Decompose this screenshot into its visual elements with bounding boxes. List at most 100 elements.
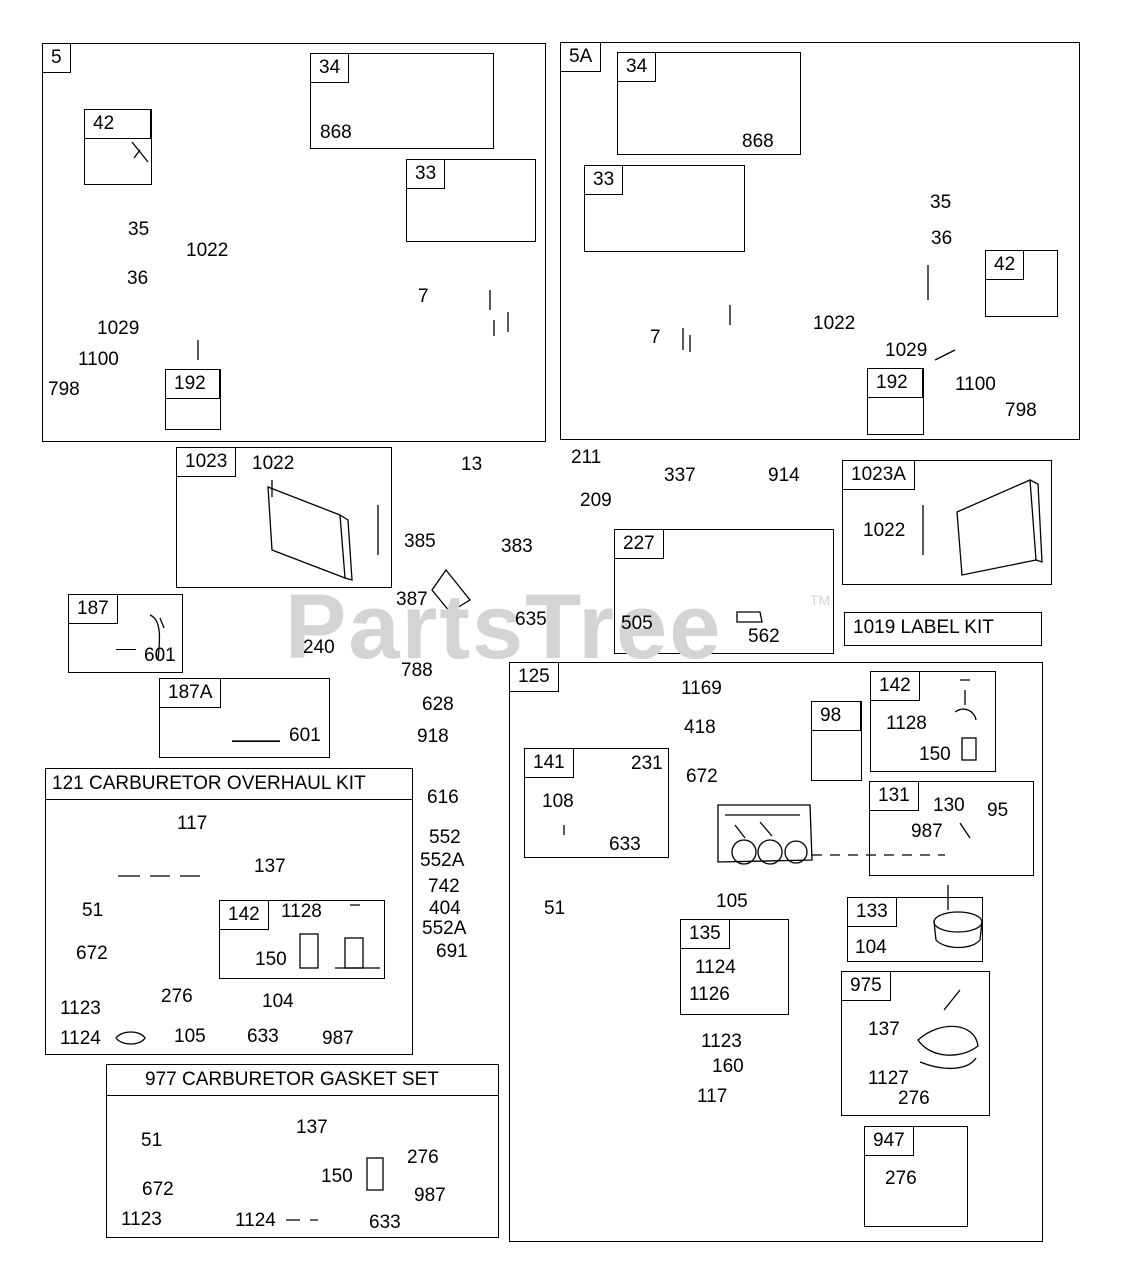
box-tag: 187A <box>160 679 222 708</box>
box-tag: 141 <box>525 749 574 778</box>
part-label: 633 <box>247 1026 279 1047</box>
part-label: 7 <box>418 286 429 307</box>
part-label: 1022 <box>863 520 906 541</box>
part-label: 552A <box>420 850 465 871</box>
watermark: PartsTree <box>285 576 723 678</box>
box-5: 5 <box>42 43 546 442</box>
box-141: 141 <box>524 748 669 858</box>
part-label: 150 <box>255 949 287 970</box>
box-tag: 135 <box>681 920 730 949</box>
part-label: 788 <box>401 660 433 681</box>
part-label: 95 <box>987 800 1009 821</box>
part-label: 552A <box>422 918 467 939</box>
box-5-192: 192 <box>165 369 221 430</box>
part-label: 633 <box>369 1212 401 1233</box>
part-label: 601 <box>289 725 321 746</box>
part-label: 337 <box>664 465 696 486</box>
part-label: 51 <box>544 898 566 919</box>
box-1023: 1023 <box>176 447 392 588</box>
part-label: 1100 <box>78 349 119 370</box>
part-label: 914 <box>768 465 800 486</box>
part-label: 36 <box>931 228 953 249</box>
leader-line <box>116 649 136 650</box>
box-tag: 33 <box>585 166 624 195</box>
part-label: 385 <box>404 531 436 552</box>
box-947: 947 <box>864 1126 968 1227</box>
part-label: 601 <box>144 645 176 666</box>
box-98: 98 <box>811 701 862 781</box>
box-5-34: 34 <box>310 53 494 149</box>
part-label: 231 <box>631 753 663 774</box>
box-5a-34: 34 <box>617 52 801 155</box>
box-tag: 131 <box>870 782 919 811</box>
part-label: 1022 <box>186 240 229 261</box>
part-label: 1128 <box>281 901 322 922</box>
box-5a-42: 42 <box>985 250 1058 317</box>
box-tag: 42 <box>85 110 151 139</box>
part-label: 1029 <box>97 318 140 339</box>
box-5a-192: 192 <box>867 368 924 435</box>
part-label: 987 <box>414 1185 446 1206</box>
part-label: 160 <box>712 1056 744 1077</box>
part-label: 130 <box>933 795 965 816</box>
box-tag: 227 <box>615 530 664 559</box>
kit-gasket-box: 977 CARBURETOR GASKET SET <box>106 1064 499 1238</box>
part-label: 868 <box>320 122 352 143</box>
box-1023a: 1023A <box>842 460 1052 585</box>
box-5-33: 33 <box>406 159 536 242</box>
part-label: 137 <box>868 1019 900 1040</box>
part-label: 276 <box>885 1168 917 1189</box>
part-label: 635 <box>515 609 547 630</box>
part-label: 51 <box>82 900 104 921</box>
part-label: 51 <box>141 1130 163 1151</box>
box-tag: 142 <box>220 901 269 930</box>
part-label: 117 <box>697 1086 728 1107</box>
box-131: 131 <box>869 781 1034 876</box>
part-label: 691 <box>436 941 468 962</box>
box-tag: 142 <box>871 672 920 701</box>
box-142-left: 142 <box>219 900 385 979</box>
part-label: 742 <box>428 876 460 897</box>
part-label: 562 <box>748 626 780 647</box>
box-tag: 34 <box>311 54 350 83</box>
part-label: 1124 <box>235 1210 276 1231</box>
part-label: 1029 <box>885 340 928 361</box>
part-label: 987 <box>911 821 943 842</box>
part-label: 1022 <box>813 313 856 334</box>
box-5a-33: 33 <box>584 165 745 252</box>
part-label: 918 <box>417 726 449 747</box>
part-label: 1128 <box>886 713 927 734</box>
box-tag: 187 <box>69 595 118 624</box>
box-142-right: 142 <box>870 671 996 772</box>
part-label: 104 <box>262 991 294 1012</box>
box-tag: 34 <box>618 53 657 82</box>
part-label: 616 <box>427 787 459 808</box>
part-label: 798 <box>1005 400 1037 421</box>
part-label: 150 <box>919 744 951 765</box>
part-label: 1124 <box>60 1028 101 1049</box>
box-tag: 5A <box>561 43 602 72</box>
part-label: 150 <box>321 1166 353 1187</box>
part-label: 105 <box>716 891 748 912</box>
part-label: 104 <box>855 937 887 958</box>
box-5a: 5A <box>560 42 1080 440</box>
label-kit-box: 1019 LABEL KIT <box>844 612 1042 646</box>
box-tag: 1023 <box>177 448 237 477</box>
box-tag: 33 <box>407 160 446 189</box>
box-133: 133 <box>847 897 983 962</box>
part-label: 117 <box>177 813 208 834</box>
part-label: 552 <box>429 827 461 848</box>
part-label: 1100 <box>955 374 996 395</box>
box-tag: 5 <box>43 44 71 73</box>
watermark-tm: TM <box>810 592 831 608</box>
part-label: 108 <box>542 791 574 812</box>
part-label: 418 <box>684 717 716 738</box>
box-227: 227 <box>614 529 834 654</box>
part-label: 1123 <box>60 998 101 1019</box>
box-135: 135 <box>680 919 789 1015</box>
box-tag: 947 <box>865 1127 914 1156</box>
box-tag: 192 <box>868 369 923 398</box>
part-label: 35 <box>930 192 952 213</box>
part-label: 1124 <box>695 957 736 978</box>
part-label: 672 <box>76 943 108 964</box>
